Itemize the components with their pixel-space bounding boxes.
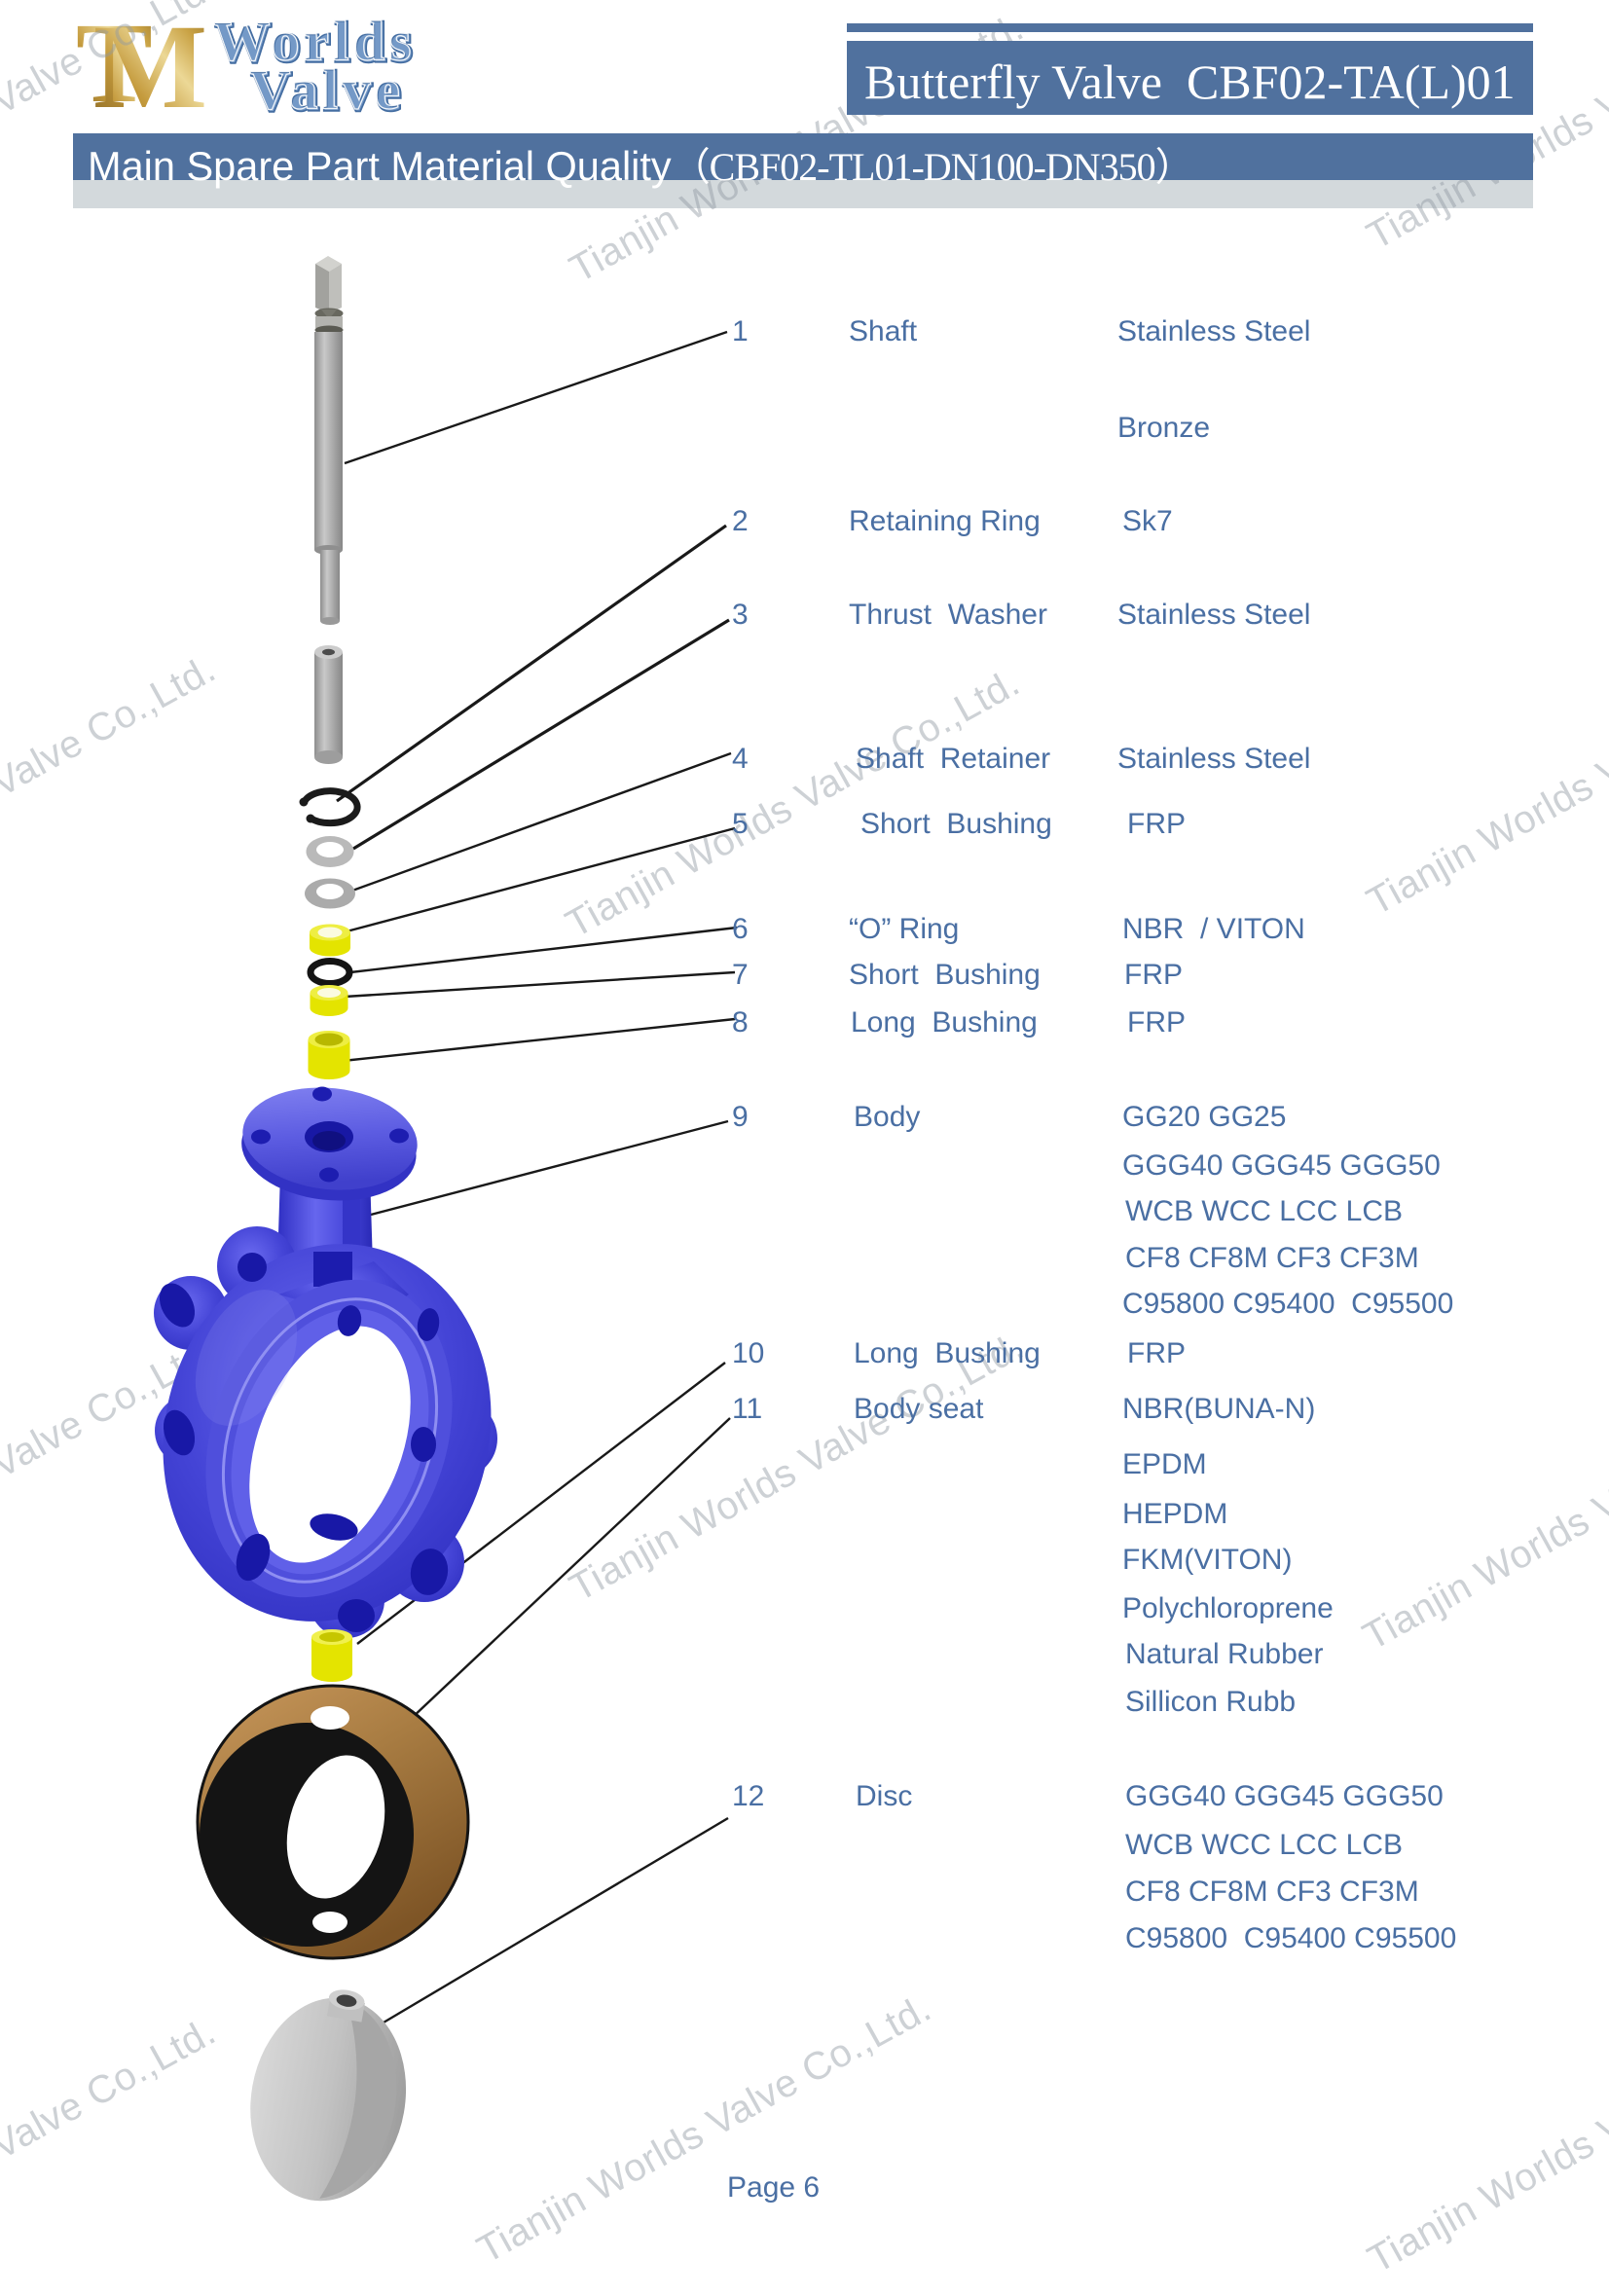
svg-text:Valve: Valve (250, 58, 405, 122)
svg-text:Worlds: Worlds (215, 11, 418, 74)
svg-text:Valve: Valve (251, 59, 406, 122)
svg-text:T: T (76, 18, 153, 115)
svg-text:Worlds: Worlds (214, 10, 417, 73)
svg-text:M: M (93, 18, 207, 115)
